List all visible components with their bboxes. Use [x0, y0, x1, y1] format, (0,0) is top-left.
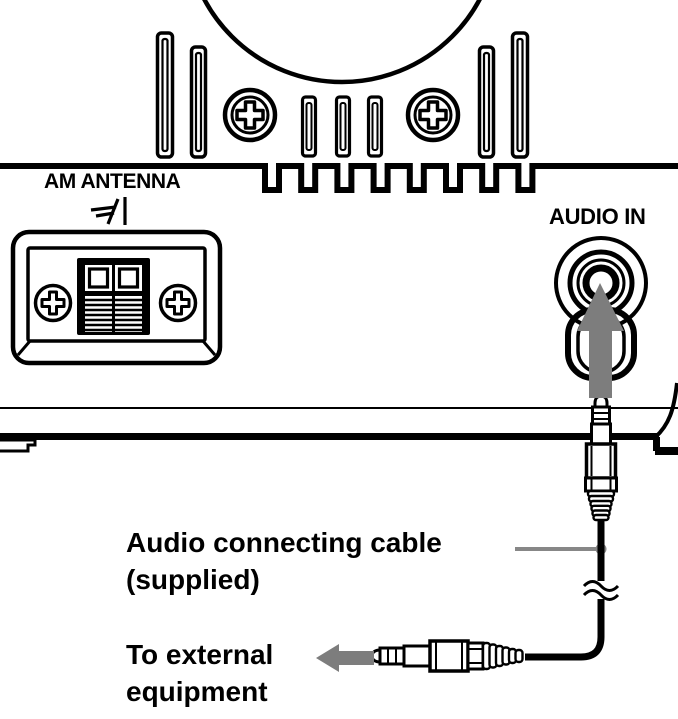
left-foot	[0, 438, 37, 453]
up-arrow-icon	[577, 283, 624, 398]
audio-in-label: AUDIO IN	[549, 204, 646, 229]
speaker-dome-arc	[202, 0, 482, 85]
screw-icon	[405, 87, 461, 143]
external-equipment-label: To external equipment	[126, 636, 273, 710]
screw-icon	[158, 283, 198, 323]
right-foot	[655, 447, 678, 455]
am-antenna-label: AM ANTENNA	[44, 170, 181, 193]
cable-break-icon	[582, 580, 620, 601]
cable-label: Audio connecting cable (supplied)	[126, 524, 442, 598]
rear-panel-top	[0, 0, 678, 193]
left-arrow-icon	[316, 644, 374, 672]
screw-icon	[33, 283, 73, 323]
vent-slots-left	[155, 31, 208, 159]
right-corner-curve	[653, 382, 678, 439]
release-tab	[115, 296, 142, 332]
external-label-line2: equipment	[126, 676, 268, 707]
unit-bottom-edge	[0, 382, 678, 455]
mini-plug-horizontal	[370, 639, 524, 673]
release-tab	[85, 296, 112, 332]
external-label-line1: To external	[126, 639, 274, 670]
cable-label-line1: Audio connecting cable	[126, 527, 442, 558]
cable-label-line2: (supplied)	[126, 564, 260, 595]
strain-relief	[481, 641, 524, 671]
am-antenna-terminal	[10, 229, 223, 366]
cable-lower-run	[525, 599, 605, 661]
spring-clip-terminal	[77, 258, 150, 335]
screw-icon	[222, 87, 278, 143]
vent-slots-center	[300, 95, 384, 158]
strain-relief	[586, 489, 616, 522]
audio-cable	[515, 516, 620, 661]
ground-symbol-icon	[90, 197, 127, 225]
panel-edge-comb	[0, 163, 678, 193]
mini-plug-vertical	[584, 394, 618, 522]
vent-slots-right	[477, 31, 530, 159]
